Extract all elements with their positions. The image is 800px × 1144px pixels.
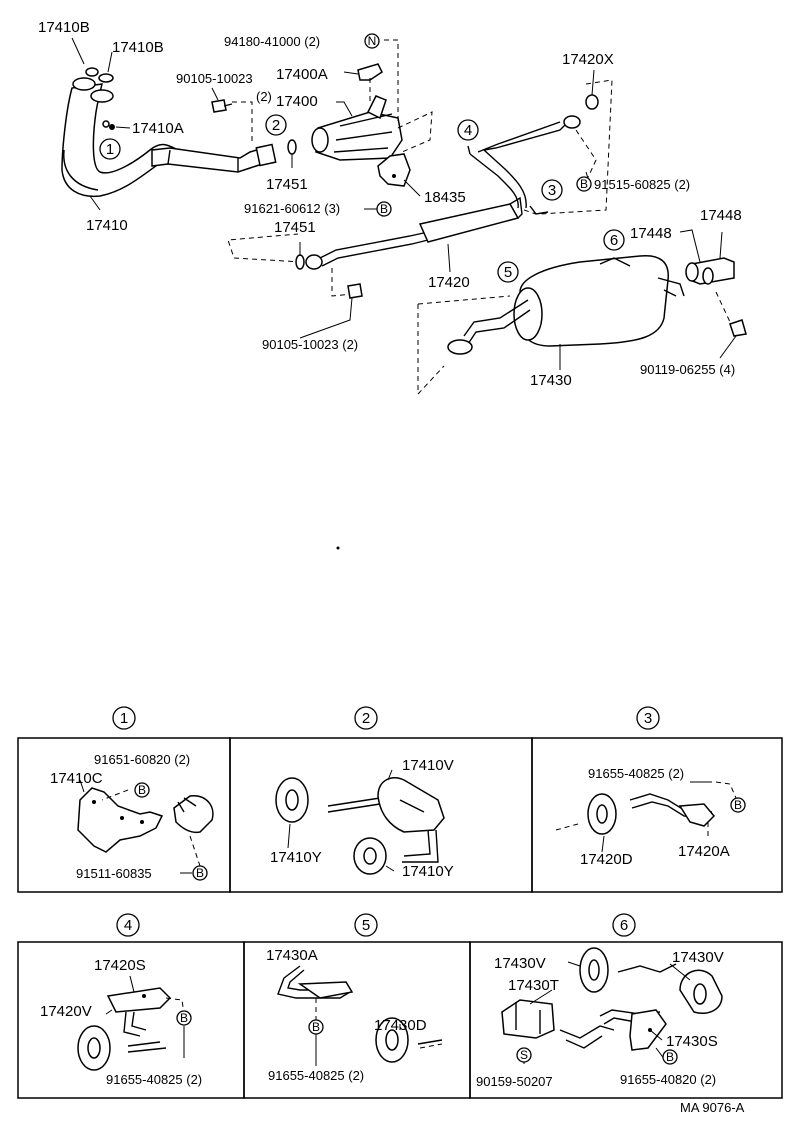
svg-text:2: 2 (272, 117, 280, 134)
label-17430s: 17430S (666, 1033, 718, 1050)
label-91515: 91515-60825 (2) (594, 177, 690, 192)
label-91655-d6: 91655-40820 (2) (620, 1072, 716, 1087)
ref-circle-3: 3 (541, 179, 563, 201)
catalytic-converter-17400 (311, 95, 403, 161)
svg-text:B: B (138, 783, 146, 797)
label-17410c: 17410C (50, 770, 103, 787)
svg-text:S: S (520, 1048, 528, 1062)
detail-box-1: 1 B B 91651-60820 (2) 17410C 91511-60835 (17, 706, 231, 893)
label-17400a: 17400A (276, 66, 328, 83)
gasket-17410b-b (98, 73, 114, 83)
label-91621: 91621-60612 (3) (244, 201, 340, 216)
label-91655-d5: 91655-40825 (2) (268, 1068, 364, 1083)
ref-circle-6: 6 (603, 229, 625, 251)
bracket-18435 (377, 153, 411, 187)
svg-text:B: B (734, 798, 742, 812)
label-94180: 94180-41000 (2) (224, 34, 320, 49)
bracket-17400a (357, 63, 383, 81)
tail-pipe-17448 (685, 257, 735, 285)
symbol-b-91515: B (576, 176, 592, 192)
label-17451-b: 17451 (274, 219, 316, 236)
label-17410a: 17410A (132, 120, 184, 137)
front-pipe-17410 (61, 77, 277, 198)
label-91651: 91651-60820 (2) (94, 752, 190, 767)
ref-circle-2: 2 (265, 114, 287, 136)
svg-text:4: 4 (464, 122, 472, 139)
detail-box-4: 4 B 17420S 17420V 91655-40825 (2) (17, 913, 245, 1099)
gasket-17451-b (295, 254, 305, 270)
label-17430v-b: 17430V (672, 949, 724, 966)
ref-circle-4: 4 (457, 119, 479, 141)
label-91655-d4: 91655-40825 (2) (106, 1072, 202, 1087)
label-17410y-b: 17410Y (402, 863, 454, 880)
label-17430d: 17430D (374, 1017, 427, 1034)
gasket-17410b-a (85, 67, 99, 77)
detail-box-3: 3 B 91655-40825 (2) 17420D 17420A (531, 706, 783, 893)
label-90105-bottom: 90105-10023 (2) (262, 337, 358, 352)
detail-box-5: 5 B 17430A 17430D 91655-40825 (2) (243, 913, 471, 1099)
bolt-90119 (729, 319, 747, 337)
label-90159: 90159-50207 (476, 1074, 553, 1089)
svg-text:6: 6 (620, 917, 628, 934)
gasket-17420x (585, 94, 599, 110)
label-17420: 17420 (428, 274, 470, 291)
svg-text:B: B (196, 866, 204, 880)
label-17400: 17400 (276, 93, 318, 110)
svg-text:1: 1 (120, 710, 128, 727)
label-17410b-b: 17410B (112, 39, 164, 56)
label-91655-d3: 91655-40825 (2) (588, 766, 684, 781)
svg-text:B: B (580, 177, 588, 191)
svg-text:B: B (380, 202, 388, 216)
label-90105-top-qty: (2) (256, 89, 272, 104)
gasket-17451-a (287, 139, 297, 155)
svg-text:N: N (368, 34, 377, 48)
svg-text:B: B (666, 1050, 674, 1064)
label-17420a: 17420A (678, 843, 730, 860)
svg-text:3: 3 (548, 182, 556, 199)
label-17420x: 17420X (562, 51, 614, 68)
label-17448-b: 17448 (700, 207, 742, 224)
detail-box-6: 6 S B 17430V 17430V 17430T 17430S 90159-… (469, 913, 783, 1099)
label-17410b-a: 17410B (38, 19, 90, 36)
label-17430v-a: 17430V (494, 955, 546, 972)
svg-text:2: 2 (362, 710, 370, 727)
svg-text:B: B (312, 1020, 320, 1034)
svg-text:4: 4 (124, 917, 132, 934)
label-17410v: 17410V (402, 757, 454, 774)
label-17451-a: 17451 (266, 176, 308, 193)
label-17430: 17430 (530, 372, 572, 389)
label-17420s: 17420S (94, 957, 146, 974)
label-91511: 91511-60835 (76, 866, 152, 881)
bolt-90105-top (211, 99, 227, 113)
ref-circle-5: 5 (497, 261, 519, 283)
label-17420d: 17420D (580, 851, 633, 868)
label-17448-a: 17448 (630, 225, 672, 242)
figure-code: MA 9076-A (680, 1100, 745, 1115)
ref-circle-1: 1 (99, 138, 121, 160)
symbol-n: N (364, 33, 380, 49)
svg-text:5: 5 (362, 917, 370, 934)
svg-text:5: 5 (504, 264, 512, 281)
symbol-b-91621: B (376, 201, 392, 217)
label-17420v: 17420V (40, 1003, 92, 1020)
svg-text:6: 6 (610, 232, 618, 249)
stud-17410a (109, 124, 115, 130)
label-18435: 18435 (424, 189, 466, 206)
detail-box-2: 2 17410V 17410Y 17410Y (229, 706, 533, 893)
svg-text:B: B (180, 1011, 188, 1025)
muffler-17430 (447, 254, 685, 355)
label-17430a: 17430A (266, 947, 318, 964)
label-17410y-a: 17410Y (270, 849, 322, 866)
center-pipe-17420 (305, 115, 581, 270)
label-90105-top: 90105-10023 (176, 71, 253, 86)
svg-text:3: 3 (644, 710, 652, 727)
svg-text:1: 1 (106, 141, 114, 158)
bolt-90105-bottom (347, 283, 363, 299)
label-17410: 17410 (86, 217, 128, 234)
label-90119: 90119-06255 (4) (640, 362, 735, 377)
label-17430t: 17430T (508, 977, 559, 994)
